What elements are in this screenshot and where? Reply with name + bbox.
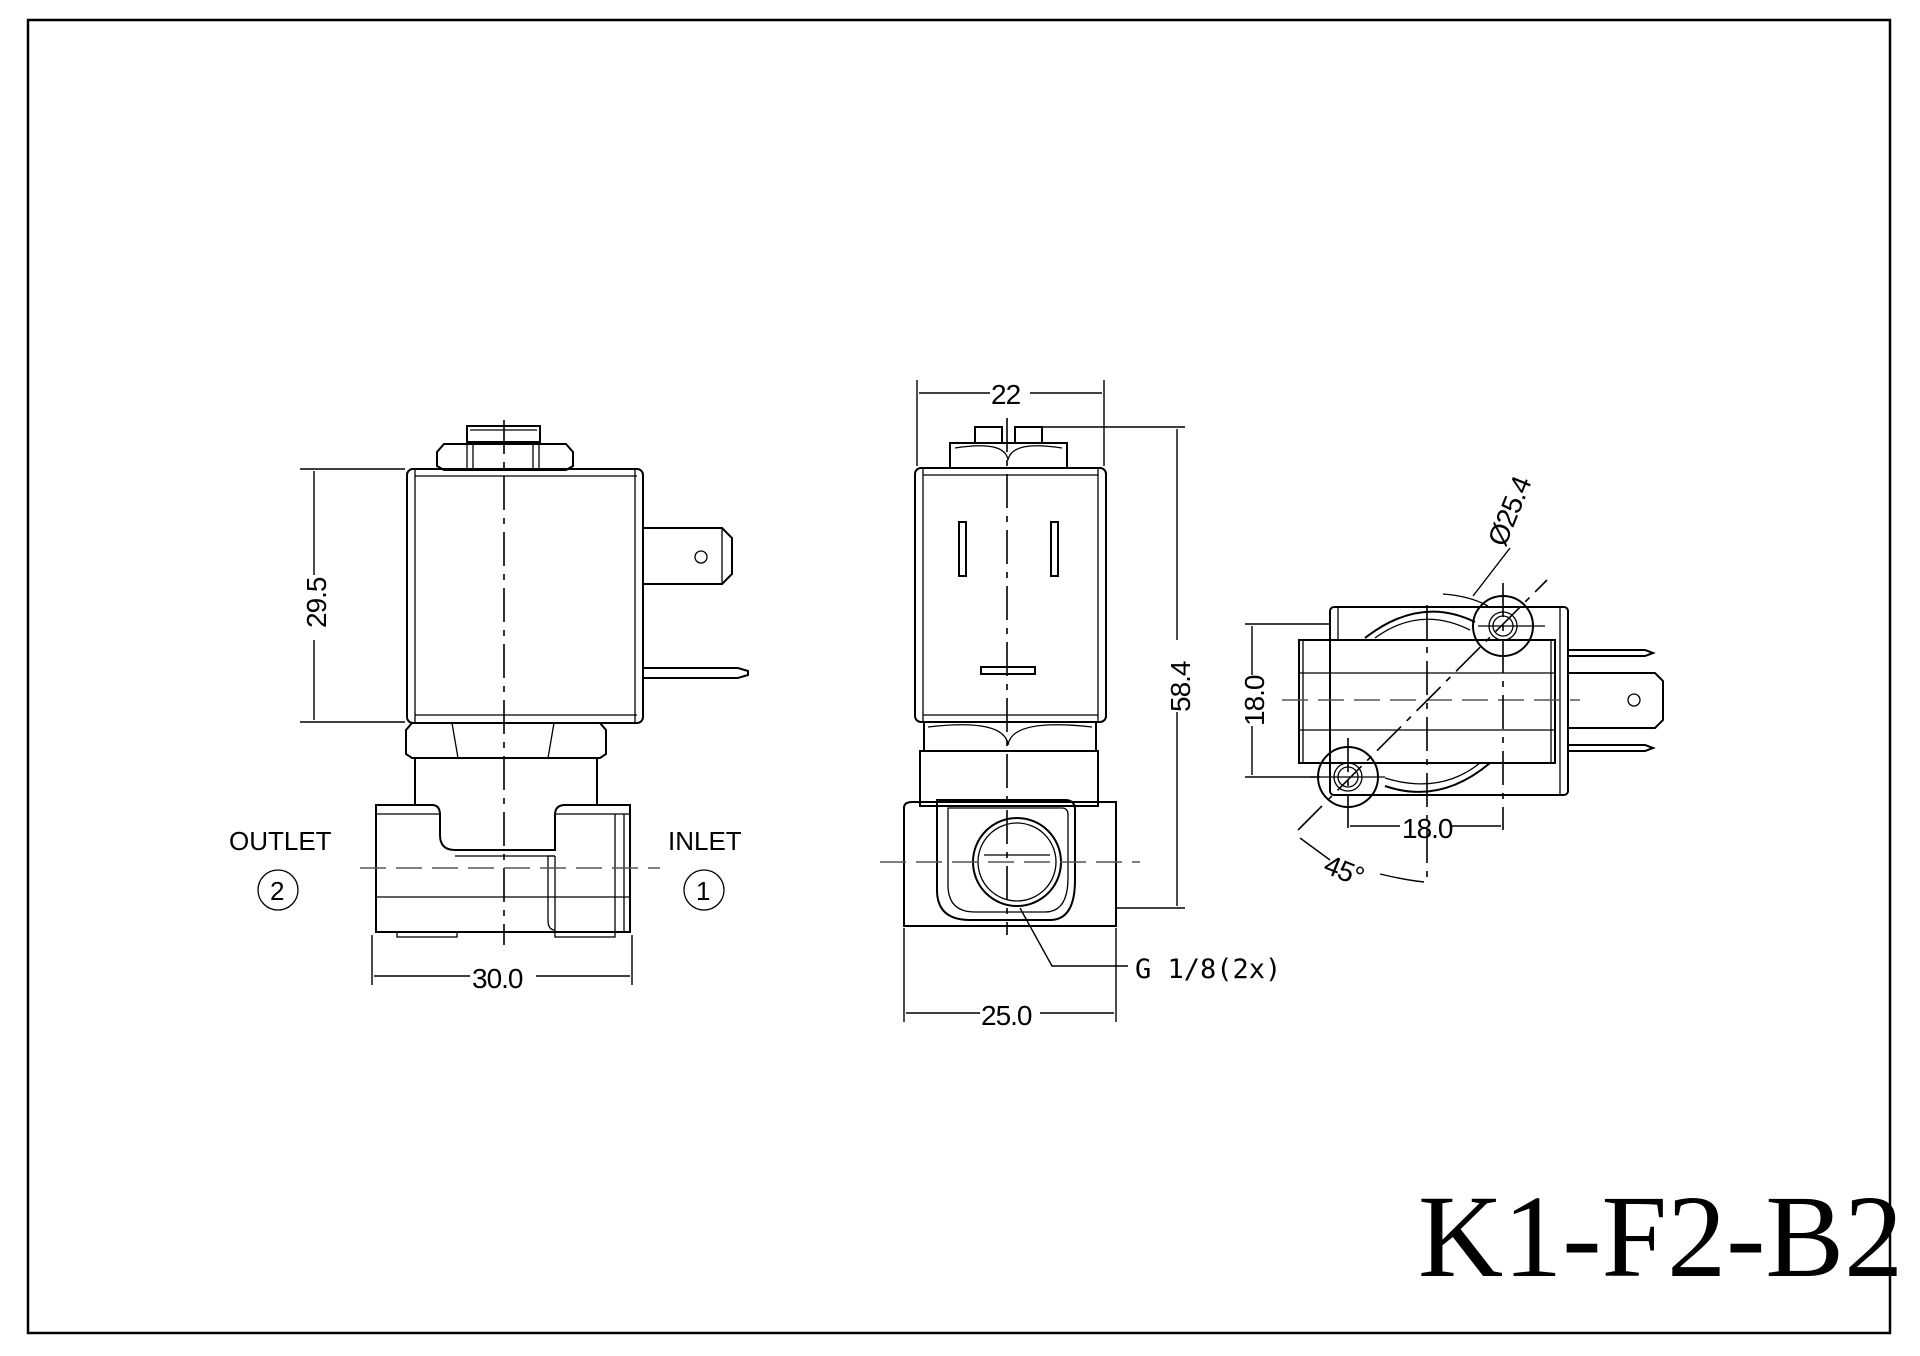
dim-diameter-25-4: Ø25.4 — [1482, 472, 1538, 550]
dim-18-0-horizontal: 18.0 — [1402, 813, 1453, 844]
dim-58-4: 58.4 — [1165, 661, 1196, 712]
dim-25-0: 25.0 — [981, 1000, 1032, 1031]
inlet-label: INLET — [668, 826, 742, 856]
part-number-title: K1-F2-B2 — [1418, 1171, 1903, 1302]
dim-30-0: 30.0 — [472, 963, 523, 994]
inlet-number-circle — [683, 869, 725, 911]
dim-22: 22 — [991, 379, 1021, 410]
drawing-border — [26, 18, 1892, 1335]
dim-18-0-vertical: 18.0 — [1239, 675, 1270, 726]
outlet-label: OUTLET — [229, 826, 332, 856]
outlet-number-circle — [257, 869, 299, 911]
dim-angle-45: 45° — [1320, 849, 1368, 892]
side-view: 29.5 30.0 OUTLET 2 INLET 1 — [229, 420, 749, 994]
front-view: 22 58.4 25.0 G 1/8(2x) — [880, 379, 1281, 1031]
outlet-number: 2 — [270, 876, 284, 906]
port-thread-callout: G 1/8(2x) — [1135, 954, 1281, 985]
top-view: Ø25.4 18.0 18.0 45° — [1239, 472, 1664, 892]
dim-29-5: 29.5 — [301, 577, 332, 628]
inlet-number: 1 — [696, 876, 710, 906]
